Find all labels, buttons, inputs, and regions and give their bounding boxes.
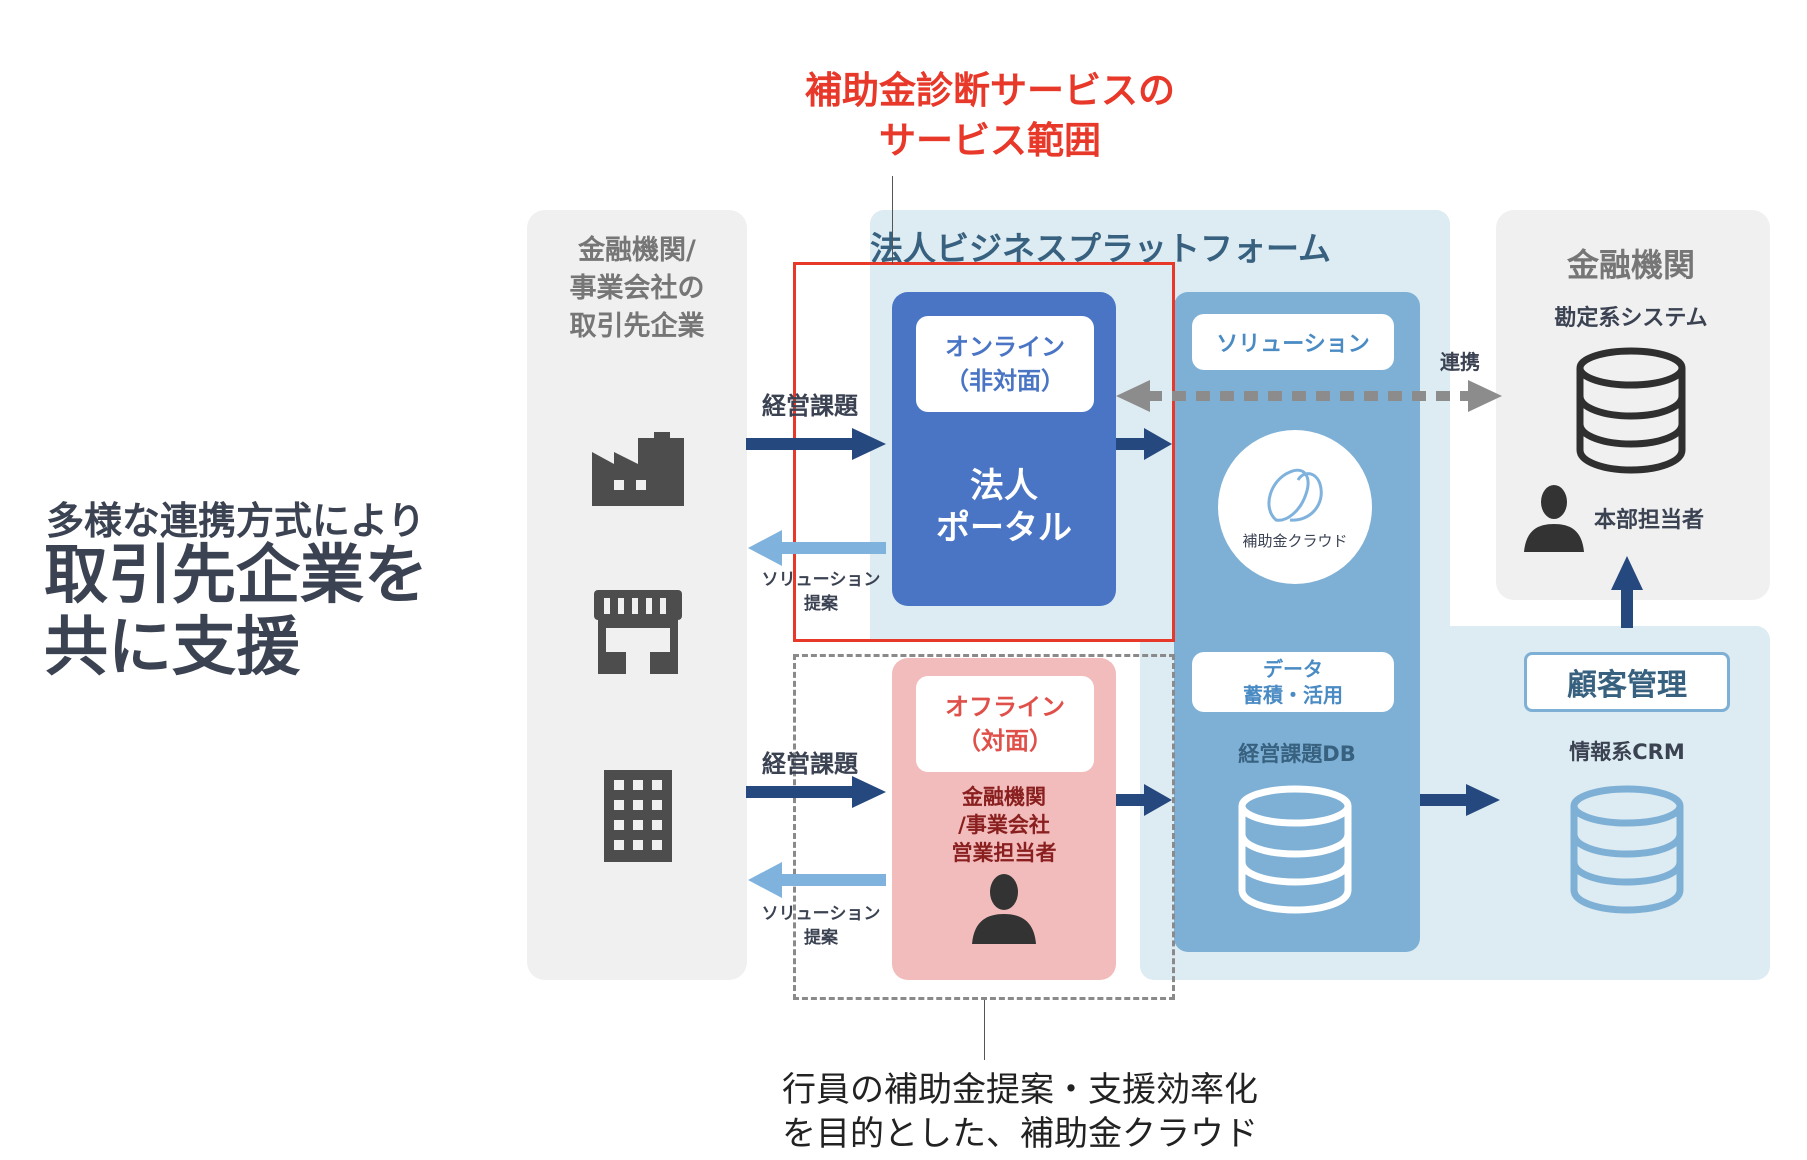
db-to-crm-arrow — [1420, 784, 1500, 816]
headline-subtitle: 多様な連携方式により — [46, 499, 426, 543]
portal-to-solution-arrow — [1116, 428, 1172, 460]
person-icon — [972, 874, 1036, 944]
staff-line-2: /事業会社 — [958, 813, 1050, 837]
cloud-logo-icon — [1267, 468, 1323, 522]
client-panel-title: 金融機関/ 事業会社の 取引先企業 — [527, 232, 747, 346]
offline-channel-label: オフライン （対面） — [916, 676, 1094, 772]
database-icon — [1570, 785, 1684, 914]
core-system-label: 勘定系システム — [1554, 306, 1708, 331]
offline-channel-line-2: （対面） — [957, 727, 1053, 755]
proposal-arrow-top — [748, 530, 886, 566]
scope-title-line-2: サービス範囲 — [879, 119, 1101, 162]
issue-arrow-bottom — [746, 776, 886, 808]
scope-connector — [892, 176, 893, 264]
data-label-line-2: 蓄積・活用 — [1243, 683, 1343, 707]
proposal-bottom-line-1: ソリューション — [761, 904, 881, 924]
caption-line-1: 行員の補助金提案・支援効率化 — [782, 1070, 1258, 1110]
offline-channel-line-1: オフライン — [945, 693, 1065, 721]
crm-name-label: 情報系CRM — [1569, 740, 1685, 764]
offline-scope-frame — [793, 654, 1175, 1000]
caption-connector — [984, 1000, 985, 1060]
bottom-caption: 行員の補助金提案・支援効率化 を目的とした、補助金クラウド — [740, 1068, 1300, 1156]
hq-staff-label: 本部担当者 — [1594, 508, 1705, 533]
cloud-name: 補助金クラウド — [1242, 531, 1348, 550]
platform-title: 法人ビジネスプラットフォーム — [870, 229, 1332, 268]
factory-icon — [592, 432, 684, 506]
link-dashed-arrow — [1116, 380, 1502, 412]
issue-label-bottom: 経営課題 — [762, 750, 858, 778]
caption-line-2: を目的とした、補助金クラウド — [782, 1114, 1258, 1154]
online-channel-line-1: オンライン — [945, 333, 1065, 361]
proposal-bottom-line-2: 提案 — [804, 928, 838, 948]
corporate-portal-label: 法人 ポータル — [892, 462, 1116, 552]
proposal-top-line-2: 提案 — [804, 594, 838, 614]
customer-management-box[interactable]: 顧客管理 — [1524, 652, 1730, 712]
office-building-icon — [604, 770, 672, 862]
client-title-line-2: 事業会社の — [569, 273, 705, 304]
proposal-label-top: ソリューション 提案 — [756, 568, 886, 616]
portal-line-2: ポータル — [936, 508, 1072, 548]
portal-line-1: 法人 — [970, 466, 1038, 506]
online-channel-label: オンライン （非対面） — [916, 316, 1094, 412]
offline-to-solution-arrow — [1116, 784, 1172, 816]
database-icon — [1576, 347, 1686, 474]
subsidy-cloud-logo[interactable]: 補助金クラウド — [1218, 430, 1372, 584]
bank-title: 金融機関 — [1566, 246, 1695, 284]
online-channel-line-2: （非対面） — [945, 367, 1065, 395]
staff-line-1: 金融機関 — [962, 785, 1046, 809]
client-title-line-3: 取引先企業 — [569, 311, 705, 342]
data-label-line-1: データ — [1263, 657, 1323, 681]
scope-title-line-1: 補助金診断サービスの — [805, 69, 1175, 112]
proposal-arrow-bottom — [748, 862, 886, 898]
data-store-label: データ 蓄積・活用 — [1192, 652, 1394, 712]
service-scope-frame — [793, 262, 1175, 642]
sales-staff-label: 金融機関 /事業会社 営業担当者 — [892, 782, 1116, 868]
person-icon — [1524, 485, 1584, 552]
client-title-line-1: 金融機関/ — [578, 235, 696, 266]
database-icon — [1238, 785, 1352, 914]
staff-line-3: 営業担当者 — [951, 841, 1057, 865]
solution-label: ソリューション — [1192, 314, 1394, 370]
crm-to-bank-arrow — [1611, 556, 1643, 628]
issue-arrow-top — [746, 428, 886, 460]
headline-line-3: 共に支援 — [44, 611, 300, 685]
issue-db-label: 経営課題DB — [1238, 742, 1356, 766]
shop-icon — [594, 590, 682, 674]
scope-title: 補助金診断サービスの サービス範囲 — [740, 66, 1240, 166]
proposal-label-bottom: ソリューション 提案 — [756, 902, 886, 950]
proposal-top-line-1: ソリューション — [761, 570, 881, 590]
link-label: 連携 — [1440, 350, 1480, 374]
headline-title: 取引先企業を 共に支援 — [44, 540, 428, 684]
headline-line-2: 取引先企業を — [44, 539, 428, 613]
issue-label-top: 経営課題 — [762, 392, 858, 420]
